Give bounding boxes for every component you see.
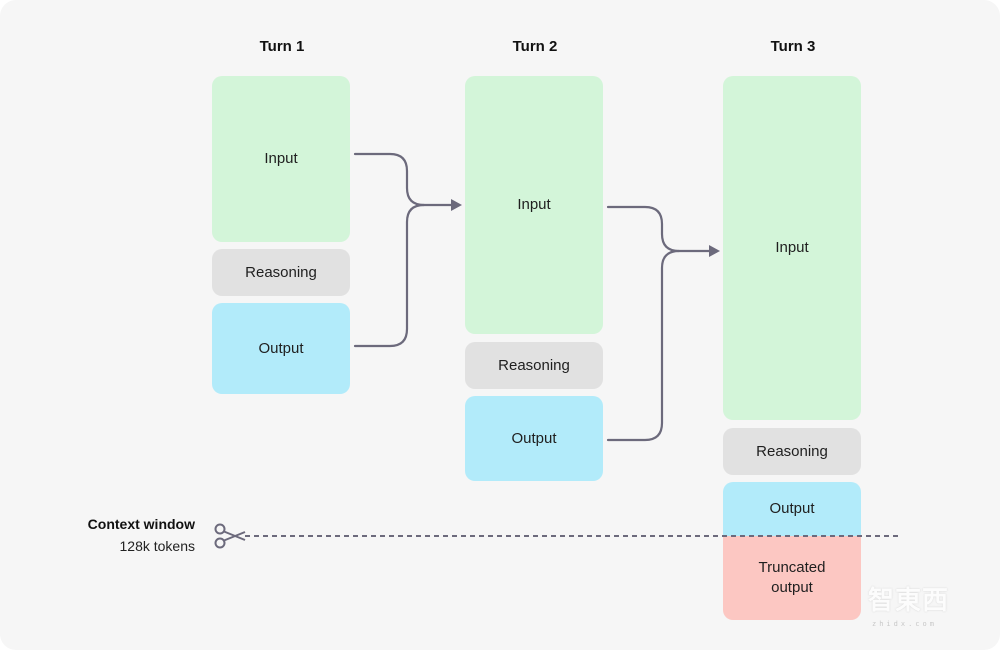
turn-1-output-block: Output xyxy=(212,303,350,394)
context-window-tokens: 128k tokens xyxy=(119,538,196,554)
turn-2-title: Turn 2 xyxy=(512,38,558,55)
turn-2-output-block: Output xyxy=(465,396,603,481)
scissors-icon xyxy=(214,523,246,549)
turn-3-output-block: Output xyxy=(723,482,861,536)
turn-3-truncated-output-block: Truncated output xyxy=(723,536,861,620)
arrowhead-to-turn-2 xyxy=(451,199,462,211)
turn-1-title: Turn 1 xyxy=(259,38,305,55)
turn-1-reasoning-block: Reasoning xyxy=(212,249,350,296)
turn-1-input-block: Input xyxy=(212,76,350,242)
arrowhead-to-turn-3 xyxy=(709,245,720,257)
connector-t1-output xyxy=(353,203,426,348)
turn-3-input-block: Input xyxy=(723,76,861,420)
turn-3-reasoning-block: Reasoning xyxy=(723,428,861,475)
turn-2-reasoning-block: Reasoning xyxy=(465,342,603,389)
connector-t1-input xyxy=(353,152,454,207)
connector-t2-output xyxy=(606,249,681,442)
turn-2-input-block: Input xyxy=(465,76,603,334)
connector-t2-input xyxy=(606,205,712,253)
watermark-url: zhidx.com xyxy=(872,620,937,628)
context-window-label: Context window xyxy=(87,516,195,532)
turn-3-title: Turn 3 xyxy=(770,38,816,55)
watermark-logo: 智東西 xyxy=(868,585,950,615)
